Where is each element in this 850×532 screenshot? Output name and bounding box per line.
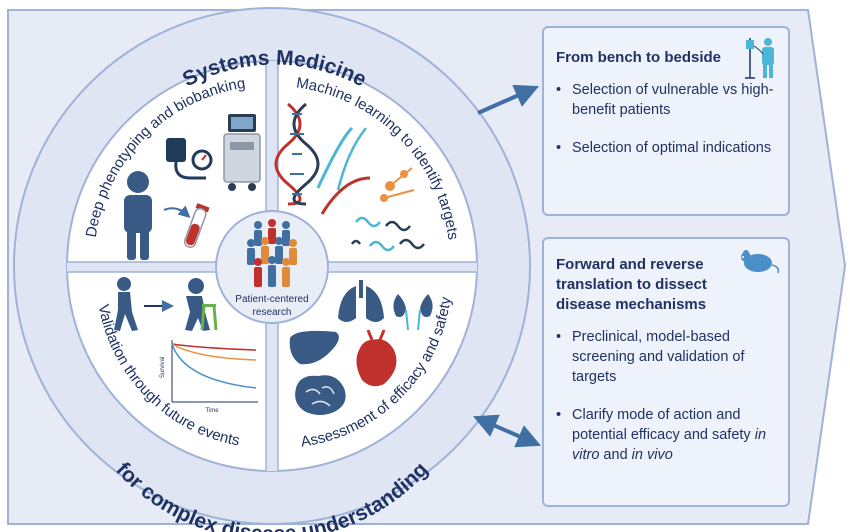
elderly-walker-icon [185, 278, 218, 331]
translation-card-title: Forward and reverse translation to disse… [556, 256, 707, 313]
translation-card: Forward and reverse translation to disse… [542, 237, 790, 507]
antibody-icon [380, 167, 415, 202]
bench-to-bedside-card: From bench to bedside Selection of vulne… [542, 26, 790, 216]
bidirectional-arrow-translation [472, 414, 542, 448]
rna-strands-icon [316, 126, 371, 215]
protein-molecules-icon [350, 216, 425, 252]
kidneys-icon [393, 294, 433, 331]
person-icon [124, 171, 152, 260]
svg-text:Time: Time [205, 408, 219, 414]
translation-bullet-1: Preclinical, model-based screening and v… [556, 327, 776, 387]
heart-icon [356, 329, 397, 387]
bench-bullet-2: Selection of optimal indications [556, 138, 776, 158]
blood-pressure-icon [166, 138, 213, 180]
center-label-line1: Patient-centered [235, 294, 308, 305]
translation-bullet-2: Clarify mode of action and potential eff… [556, 405, 776, 465]
center-label-line2: research [253, 307, 292, 318]
arrow-to-tube [163, 205, 191, 219]
mouse-icon [741, 250, 780, 274]
people-group-icon [247, 219, 297, 287]
blood-tube-icon [183, 203, 210, 248]
brain-icon [295, 375, 346, 415]
liver-icon [289, 330, 339, 365]
bench-card-title: From bench to bedside [556, 49, 722, 66]
translation-card-list: Preclinical, model-based screening and v… [556, 327, 776, 465]
walking-person-icon [114, 277, 138, 331]
survival-chart: Survival Time [160, 340, 258, 414]
ultrasound-machine-icon [223, 114, 261, 191]
lungs-icon [338, 280, 384, 322]
iv-stand-patient-icon [745, 38, 774, 79]
bench-bullet-1: Selection of vulnerable vs high-benefit … [556, 80, 776, 120]
arrow-to-bench-card [477, 84, 539, 115]
svg-text:Survival: Survival [160, 357, 166, 378]
dna-icon [274, 102, 320, 206]
bench-card-list: Selection of vulnerable vs high-benefit … [556, 80, 776, 158]
